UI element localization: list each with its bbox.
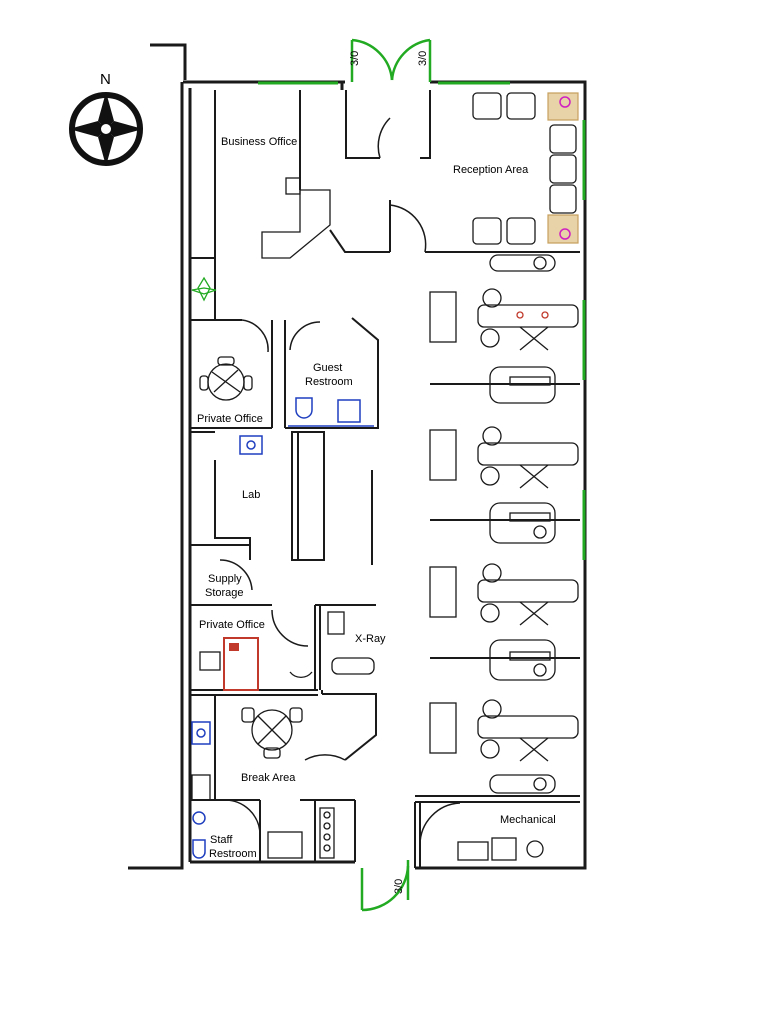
- reception-chairs: [472, 92, 577, 245]
- door-tag-1: 3/0: [349, 51, 361, 66]
- label-supply-storage-2: Storage: [205, 587, 244, 599]
- label-break-area: Break Area: [241, 772, 296, 784]
- mechanical-equipment: [457, 837, 544, 861]
- label-guest-restroom-1: Guest: [313, 362, 342, 374]
- compass-rose-icon: N: [69, 71, 143, 166]
- reception-end-tables: [547, 92, 579, 244]
- compass-north-label: N: [100, 71, 111, 88]
- xray-machine: [289, 611, 375, 678]
- private-office-table: [199, 356, 253, 401]
- label-mechanical: Mechanical: [500, 814, 556, 826]
- operatory-4: [429, 699, 579, 794]
- operatory-2: [429, 426, 579, 544]
- label-staff-restroom-2: Restroom: [209, 848, 257, 860]
- windows: [258, 81, 586, 560]
- main-entry-doors[interactable]: [350, 38, 432, 82]
- staff-restroom-fixtures: [192, 811, 206, 859]
- lab-sink: [239, 435, 263, 455]
- exterior-walls: [128, 43, 587, 870]
- plant-icon: [191, 276, 217, 302]
- break-area-sink: [191, 721, 211, 745]
- business-office-desk: [261, 177, 331, 259]
- private-office-desk: [199, 637, 259, 691]
- break-area-cabinets: [191, 774, 335, 859]
- operatory-1: [429, 254, 579, 404]
- label-private-office-top: Private Office: [197, 413, 263, 425]
- label-staff-restroom-1: Staff: [210, 834, 233, 846]
- interior-walls: [190, 90, 580, 868]
- label-supply-storage-1: Supply: [208, 573, 242, 585]
- label-reception-area: Reception Area: [453, 164, 529, 176]
- label-guest-restroom-2: Restroom: [305, 376, 353, 388]
- label-lab: Lab: [242, 489, 260, 501]
- door-tag-3: 3/0: [393, 879, 405, 894]
- break-area-table: [241, 707, 303, 759]
- label-private-office-bottom: Private Office: [199, 619, 265, 631]
- interior-doors[interactable]: [219, 117, 461, 846]
- guest-restroom-fixtures: [288, 397, 374, 427]
- label-business-office: Business Office: [221, 136, 297, 148]
- rear-entry-door[interactable]: [360, 860, 410, 912]
- operatory-3: [429, 563, 579, 681]
- door-tag-2: 3/0: [417, 51, 429, 66]
- label-xray: X-Ray: [355, 633, 386, 645]
